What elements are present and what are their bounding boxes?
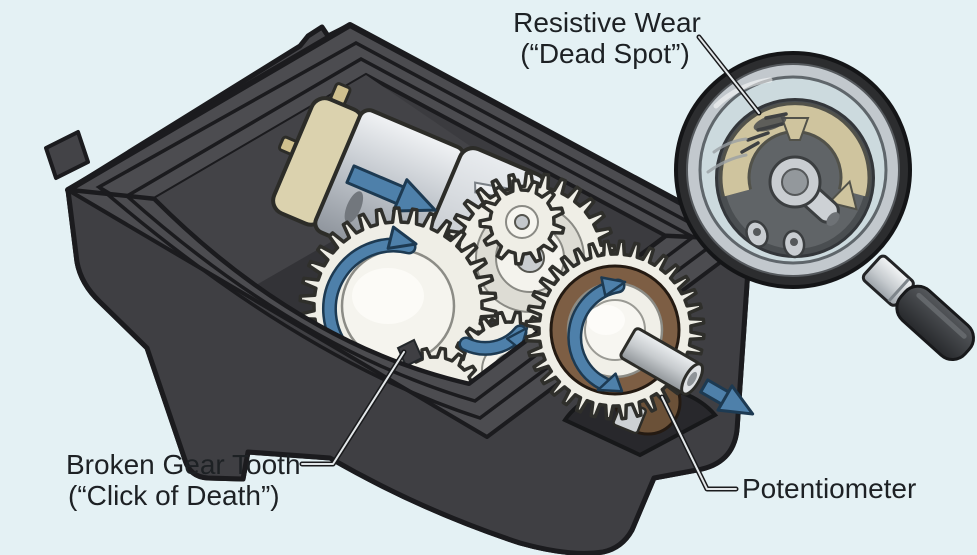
leader-line-potentiometer-inner — [661, 396, 737, 490]
label-broken-gear-tooth-line1: Broken Gear Tooth — [66, 449, 301, 480]
front-rim-groove — [97, 185, 722, 420]
magnifier-handle — [861, 254, 975, 362]
rotation-arrow-compound-gear — [458, 321, 536, 356]
output-hub-highlight — [587, 305, 625, 335]
label-broken-gear-tooth-line2: (“Click of Death”) — [68, 480, 280, 511]
front-rim-groove — [125, 194, 695, 403]
wiper-arm — [768, 155, 840, 226]
broken-gear-tooth-gap — [396, 338, 424, 368]
output-assembly — [524, 239, 755, 458]
output-shaft-bore — [687, 371, 698, 387]
pinion-bore — [514, 214, 530, 230]
handle-grip — [895, 284, 975, 362]
ferrule-ring — [887, 277, 910, 303]
annotation-broken-gear-tooth: Broken Gear Tooth (“Click of Death”) — [66, 349, 407, 511]
label-potentiometer: Potentiometer — [742, 473, 916, 504]
magnifying-glass — [674, 51, 975, 362]
motor-vent-hole — [344, 191, 364, 224]
pot-terminal-lugs — [745, 220, 806, 259]
output-gear — [524, 239, 706, 421]
track-index-tab — [780, 117, 810, 141]
label-resistive-wear-line2: (“Dead Spot”) — [520, 38, 690, 69]
wiper-hub-center — [781, 168, 809, 196]
annotation-resistive-wear: Resistive Wear (“Dead Spot”) — [513, 7, 762, 116]
label-resistive-wear-line1: Resistive Wear — [513, 7, 701, 38]
output-shaft — [619, 327, 755, 416]
handle-highlight — [916, 292, 967, 339]
potentiometer-wafer — [706, 98, 875, 259]
case-mounting-tab — [44, 130, 90, 180]
leader-line-broken-tooth-inner — [301, 351, 405, 465]
dead-spot-wear — [706, 112, 788, 174]
leader-line-resistive-wear-inner — [698, 36, 760, 114]
motor-pinion-gear — [478, 178, 566, 266]
output-direction-arrow — [699, 378, 755, 416]
wiper-contact-slot — [826, 212, 840, 226]
large-gear-hub-highlight — [352, 268, 424, 324]
annotation-potentiometer: Potentiometer — [659, 394, 916, 504]
rotation-arrow-output-gear — [567, 271, 629, 401]
